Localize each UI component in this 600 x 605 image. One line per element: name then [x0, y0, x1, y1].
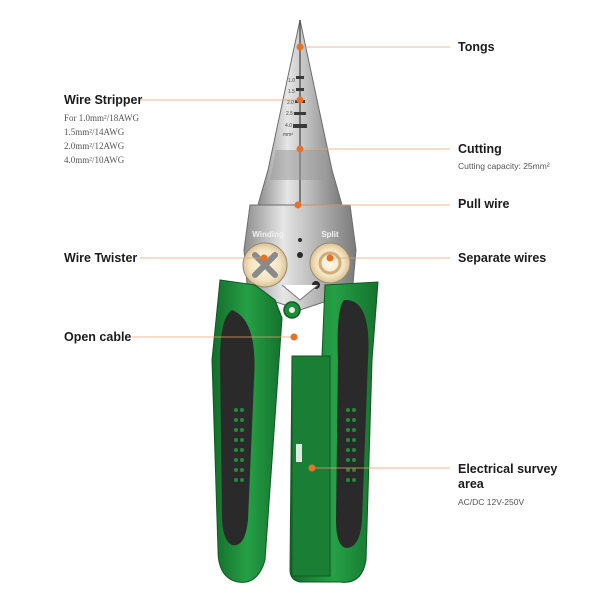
pliers-jaw	[257, 19, 343, 206]
split-dot	[326, 254, 334, 262]
leader-lines	[132, 46, 450, 469]
cutting-label: Cutting	[458, 142, 502, 156]
stripper-spec-2: 1.5mm²/14AWG	[64, 127, 125, 137]
cutting-dot	[296, 145, 304, 153]
gauge-2: 1.5	[288, 89, 295, 95]
tongs-label: Tongs	[458, 40, 495, 54]
tongs-dot	[296, 43, 304, 51]
gauge-5: 4.0	[285, 123, 292, 129]
separate-wires-label: Separate wires	[458, 251, 547, 265]
electrical-survey-label-2: area	[458, 477, 484, 491]
stripper-spec-3: 2.0mm²/12AWG	[64, 141, 125, 151]
pliers-head	[242, 204, 357, 311]
gauge-unit: mm²	[283, 132, 293, 138]
electrical-survey-label: Electrical survey	[458, 462, 558, 476]
gauge-1: 1.0	[288, 78, 295, 84]
stripper-spec-4: 4.0mm²/10AWG	[64, 155, 125, 165]
pull-wire-label: Pull wire	[458, 197, 510, 211]
winding-marking: Winding	[252, 230, 284, 239]
split-hole	[309, 242, 351, 284]
split-marking: Split	[321, 230, 339, 239]
wire-twister-label: Wire Twister	[64, 251, 138, 265]
voltage-range: AC/DC 12V-250V	[458, 497, 525, 507]
right-handle	[289, 281, 379, 583]
left-handle	[211, 279, 283, 583]
stripper-spec-1: For 1.0mm²/18AWG	[64, 113, 139, 123]
wire-stripper-label: Wire Stripper	[64, 93, 143, 107]
callout-dots	[260, 43, 334, 472]
cutting-capacity: Cutting capacity: 25mm²	[458, 161, 550, 171]
twister-dot	[260, 254, 268, 262]
gauge-4: 2.5	[286, 111, 293, 117]
gauge-3: 2.0	[287, 100, 294, 106]
stripper-dot	[296, 96, 304, 104]
survey-dot	[308, 464, 316, 472]
tool-markings: Winding Split 1.0 1.5 2.0 2.5 4.0 mm²	[252, 78, 339, 239]
open-cable-label: Open cable	[64, 330, 132, 344]
left-grip-dots	[234, 408, 244, 482]
right-grip-dots	[346, 408, 356, 482]
open-cable-dot	[290, 333, 298, 341]
pull-wire-dot	[294, 201, 302, 209]
